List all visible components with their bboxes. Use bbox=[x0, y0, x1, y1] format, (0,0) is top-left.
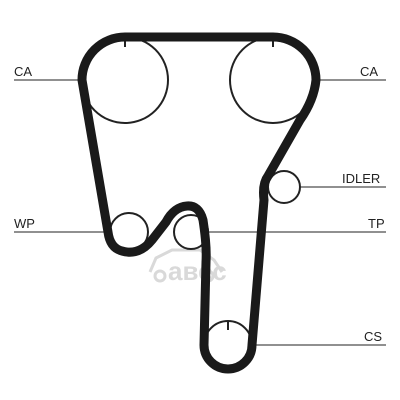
watermark-text: авес bbox=[168, 256, 227, 286]
label-tp: TP bbox=[368, 216, 385, 231]
label-wp: WP bbox=[14, 216, 35, 231]
label-idler: IDLER bbox=[342, 171, 380, 186]
label-ca-left: CA bbox=[14, 64, 32, 79]
timing-belt bbox=[77, 32, 321, 374]
label-ca-right: CA bbox=[360, 64, 378, 79]
label-cs: CS bbox=[364, 329, 382, 344]
watermark-logo: авес bbox=[148, 248, 227, 286]
